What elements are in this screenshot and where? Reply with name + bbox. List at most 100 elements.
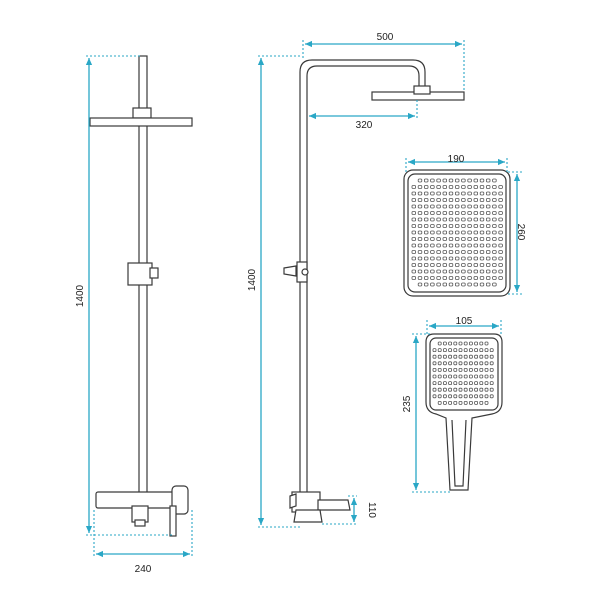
nozzle [485, 243, 491, 248]
nozzle [437, 348, 442, 353]
nozzle [485, 224, 491, 228]
nozzle [474, 341, 479, 346]
nozzle [485, 211, 491, 215]
nozzle [436, 198, 441, 202]
nozzle [436, 178, 441, 183]
nozzle [463, 361, 468, 366]
nozzle [436, 276, 441, 280]
nozzle [448, 400, 453, 405]
front-rain-head [89, 117, 193, 127]
nozzle [461, 191, 466, 196]
nozzle [454, 243, 460, 248]
nozzle [485, 282, 491, 287]
nozzle [430, 230, 435, 235]
nozzle [448, 387, 453, 392]
nozzle [437, 381, 442, 386]
nozzle [463, 394, 468, 399]
nozzle [448, 178, 454, 183]
nozzle [485, 204, 491, 209]
nozzle [442, 224, 447, 228]
nozzle [442, 269, 447, 274]
nozzle [453, 400, 458, 405]
nozzle [458, 348, 463, 353]
nozzle [448, 230, 454, 235]
nozzle [442, 341, 447, 346]
nozzle [479, 185, 485, 189]
nozzle [442, 348, 447, 353]
nozzle [454, 185, 460, 189]
nozzle [463, 367, 468, 372]
nozzle [467, 269, 472, 274]
front-mixer-lever [169, 505, 177, 537]
nozzle [489, 367, 494, 372]
nozzle [417, 256, 423, 261]
nozzle [468, 361, 473, 366]
nozzle [423, 178, 429, 183]
nozzle [417, 191, 423, 196]
nozzle [453, 387, 458, 392]
nozzle [461, 269, 466, 274]
nozzle [417, 263, 423, 267]
nozzle [430, 178, 435, 183]
nozzle [417, 230, 423, 235]
side-spout-base [293, 509, 323, 523]
nozzle [463, 381, 468, 386]
nozzle [442, 256, 447, 261]
nozzle [492, 263, 497, 267]
nozzle [448, 224, 454, 228]
rain-depth-label: 260 [515, 224, 526, 241]
nozzle [430, 243, 435, 248]
side-mixer-handle [289, 493, 297, 509]
front-slider-knob [149, 267, 159, 279]
nozzle [458, 354, 463, 359]
nozzle [411, 185, 416, 189]
nozzle [430, 217, 435, 222]
nozzle [479, 400, 484, 405]
nozzle [461, 204, 466, 209]
nozzle [423, 224, 429, 228]
nozzle [492, 250, 497, 254]
nozzle [461, 250, 466, 254]
nozzle [473, 230, 478, 235]
nozzle [468, 348, 473, 353]
nozzle [442, 198, 447, 202]
nozzle [448, 276, 454, 280]
rain-shower-head-detail: 190 260 [403, 154, 526, 297]
nozzle [436, 263, 441, 267]
nozzle [442, 191, 447, 196]
nozzle [430, 224, 435, 228]
rain-width-label: 190 [448, 154, 465, 165]
nozzle [492, 237, 497, 241]
nozzle [417, 237, 423, 241]
nozzle [467, 237, 472, 241]
nozzle [474, 374, 479, 379]
nozzle [417, 198, 423, 202]
nozzle [432, 354, 437, 359]
nozzle [467, 198, 472, 202]
nozzle [417, 243, 423, 248]
side-height-label: 1400 [247, 268, 258, 291]
nozzle [454, 178, 460, 183]
nozzle [458, 394, 463, 399]
nozzle [473, 237, 478, 241]
nozzle [485, 269, 491, 274]
nozzle [498, 204, 503, 209]
nozzle [454, 191, 460, 196]
nozzle [437, 387, 442, 392]
nozzle [473, 269, 478, 274]
nozzle [411, 243, 416, 248]
nozzle [467, 224, 472, 228]
nozzle [442, 374, 447, 379]
nozzle [474, 387, 479, 392]
nozzle [461, 217, 466, 222]
nozzle [442, 263, 447, 267]
nozzle [473, 178, 478, 183]
nozzle [479, 243, 485, 248]
nozzle [492, 230, 497, 235]
nozzle [479, 191, 485, 196]
nozzle [468, 387, 473, 392]
nozzle [411, 237, 416, 241]
nozzle [423, 211, 429, 215]
nozzle [498, 217, 503, 222]
